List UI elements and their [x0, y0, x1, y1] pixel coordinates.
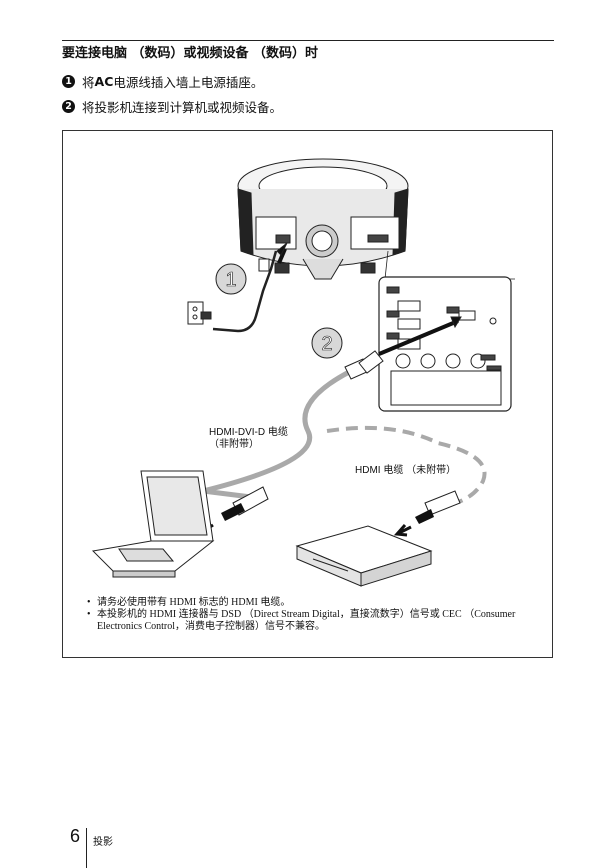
callout-2: 2 — [311, 327, 343, 359]
note-text-1: 请务必使用带有 HDMI 标志的 HDMI 电缆。 — [97, 597, 291, 608]
step-1-bold: AC — [94, 74, 114, 89]
step-2: 2 将投影机连接到计算机或视频设备。 — [62, 97, 282, 116]
section-heading: 要连接电脑 （数码）或视频设备 （数码）时 — [62, 46, 319, 61]
hdmi-dvi-cable — [195, 358, 370, 535]
video-device-illustration — [295, 525, 433, 587]
note-text-2: 本投影机的 HDMI 连接器与 DSD （Direct Stream Digit… — [97, 609, 516, 632]
step-number-1: 1 — [62, 75, 75, 88]
step-2-text: 将投影机连接到计算机或视频设备。 — [82, 100, 283, 115]
step-1-post: 电源线插入墙上电源插座。 — [113, 75, 264, 90]
footer-section-label: 投影 — [93, 837, 113, 848]
hdmi-dvi-caption-line2: （非附带） — [209, 439, 259, 450]
callout-1-label: 1 — [225, 269, 236, 291]
hdmi-cable — [326, 425, 487, 537]
laptop-illustration — [91, 470, 215, 578]
step-1-pre: 将 — [82, 75, 95, 90]
connection-illustration: 1 — [91, 158, 515, 587]
projector-illustration — [237, 158, 409, 280]
step-number-2: 2 — [62, 100, 75, 113]
power-cord — [212, 242, 288, 333]
note-item: •本投影机的 HDMI 连接器与 DSD （Direct Stream Digi… — [87, 609, 547, 633]
step-1: 1 将 AC 电源线插入墙上电源插座。 — [62, 72, 263, 91]
callout-1: 1 — [215, 263, 247, 295]
hdmi-dvi-caption-line1: HDMI-DVI-D 电缆 — [209, 427, 288, 438]
top-rule — [62, 40, 554, 41]
footer-divider — [86, 828, 87, 868]
notes-list: •请务必使用带有 HDMI 标志的 HDMI 电缆。 •本投影机的 HDMI 连… — [87, 597, 547, 633]
page-number: 6 — [70, 826, 81, 846]
hdmi-caption: HDMI 电缆 （未附带） — [355, 465, 457, 476]
connector-panel-zoom — [378, 250, 515, 412]
wall-outlet — [187, 301, 212, 325]
callout-2-label: 2 — [321, 333, 332, 355]
note-item: •请务必使用带有 HDMI 标志的 HDMI 电缆。 — [87, 597, 291, 608]
hdmi-dvi-caption: HDMI-DVI-D 电缆 （非附带） — [209, 427, 288, 451]
connection-figure: 1 — [62, 130, 553, 658]
hdmi-plug-projector — [358, 316, 462, 374]
